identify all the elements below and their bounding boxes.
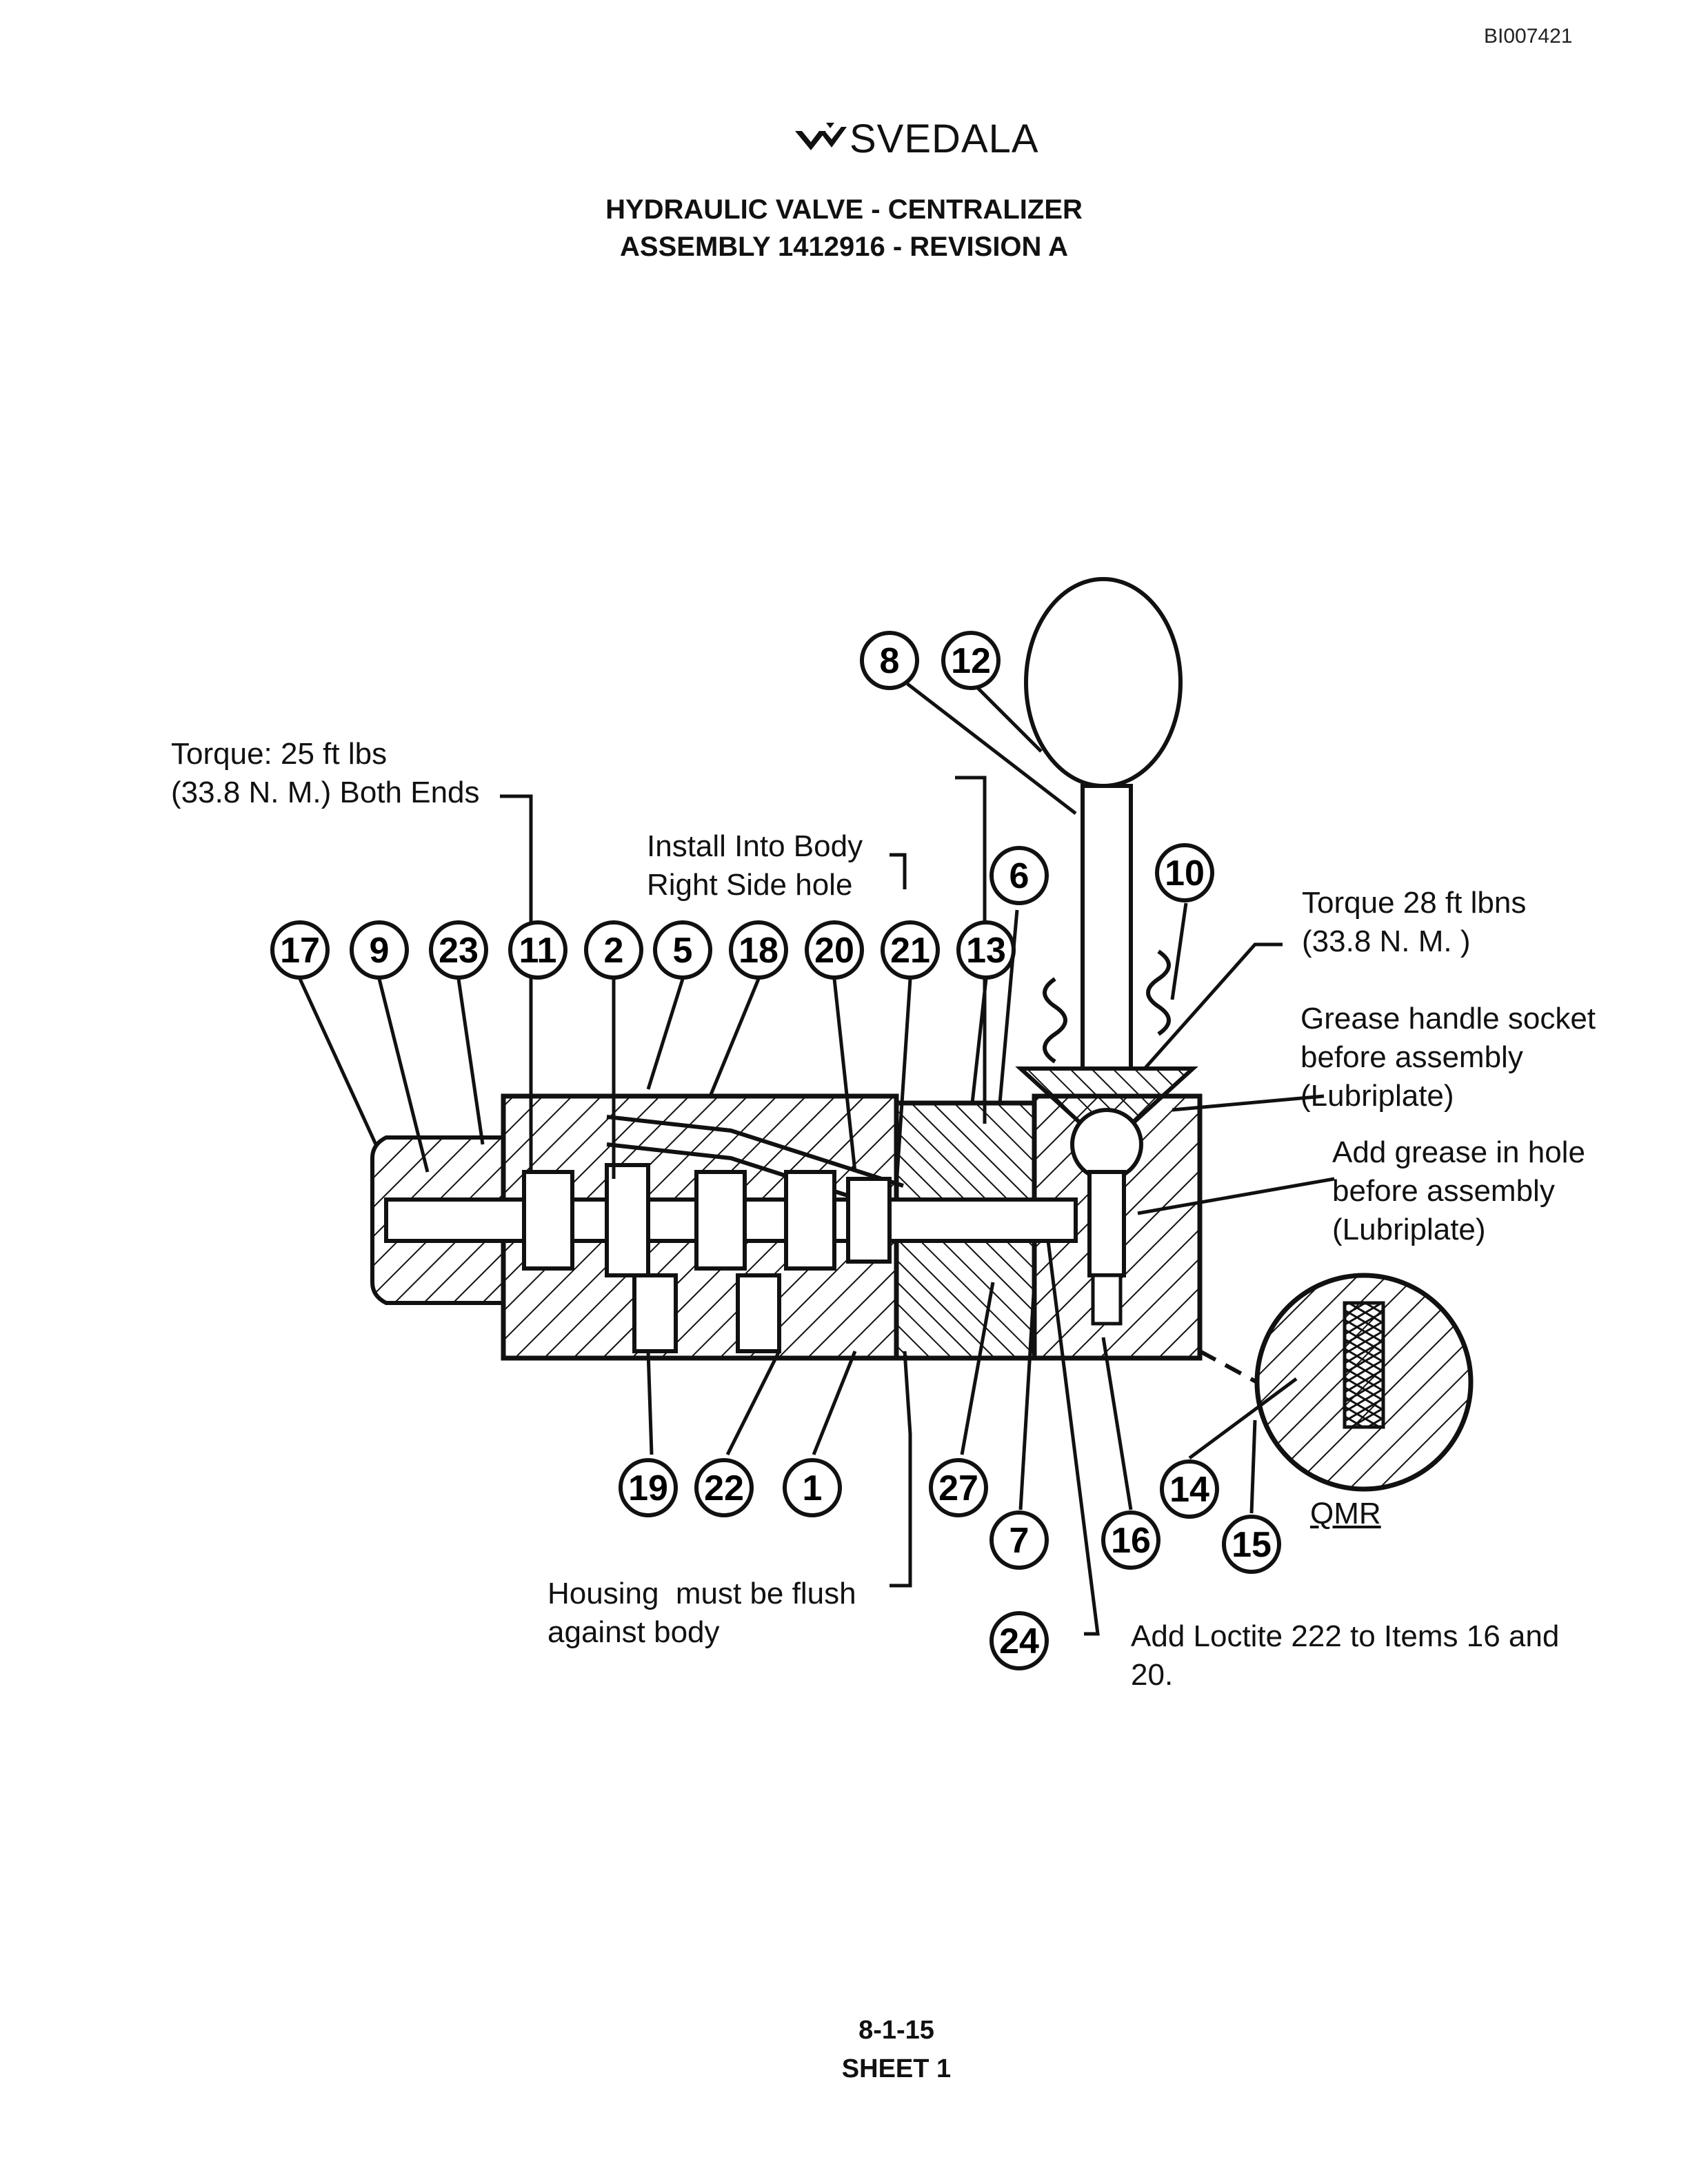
brand-name: SVEDALA bbox=[850, 117, 1039, 161]
leader-lines bbox=[298, 682, 1335, 1636]
callout-label: 22 bbox=[704, 1468, 744, 1508]
callout-19: 19 bbox=[619, 1458, 678, 1517]
page-number: 8-1-15 bbox=[858, 2016, 934, 2045]
callout-label: 17 bbox=[280, 931, 320, 971]
callout-label: 12 bbox=[951, 641, 991, 681]
callout-bubbles: 17 9 23 11 2 5 18 20 21 136 8 12 10 19 22 1 27 7 24 16 14 15 bbox=[270, 631, 1281, 1670]
callout-22: 22 bbox=[694, 1458, 754, 1517]
callout-label: 2 bbox=[604, 931, 624, 971]
note-torque-ends: Torque: 25 ft lbs (33.8 N. M.) Both Ends bbox=[171, 737, 480, 809]
callout-10: 10 bbox=[1155, 843, 1214, 902]
callout-18: 18 bbox=[729, 920, 788, 980]
callout-label: 13 bbox=[966, 931, 1006, 971]
detail-view-label: QMR bbox=[1310, 1497, 1381, 1530]
callout-label: 9 bbox=[370, 931, 390, 971]
callout-1: 1 bbox=[783, 1458, 842, 1517]
callout-label: 19 bbox=[628, 1468, 668, 1508]
callout-label: 23 bbox=[439, 931, 479, 971]
callout-label: 21 bbox=[890, 931, 930, 971]
callout-label: 7 bbox=[1009, 1521, 1029, 1561]
callout-17: 17 bbox=[270, 920, 330, 980]
callout-label: 11 bbox=[519, 931, 557, 971]
callout-13: 13 bbox=[956, 920, 1016, 980]
callout-24: 24 bbox=[989, 1611, 1049, 1670]
callout-9: 9 bbox=[350, 920, 409, 980]
drawing-subtitle: ASSEMBLY 1412916 - REVISION A bbox=[620, 232, 1068, 262]
callout-label: 18 bbox=[738, 931, 778, 971]
callout-5: 5 bbox=[653, 920, 712, 980]
callout-7: 7 bbox=[989, 1510, 1049, 1570]
drawing-title: HYDRAULIC VALVE - CENTRALIZER bbox=[605, 194, 1083, 225]
sheet-number: SHEET 1 bbox=[841, 2054, 952, 2083]
callout-label: 8 bbox=[880, 641, 900, 681]
callout-label: 20 bbox=[814, 931, 854, 971]
note-housing-flush: Housing must be flush against body bbox=[547, 1577, 856, 1649]
note-torque-handle: Torque 28 ft lbns (33.8 N. M. ) bbox=[1302, 886, 1527, 958]
callout-14: 14 bbox=[1160, 1459, 1219, 1519]
callout-16: 16 bbox=[1101, 1510, 1160, 1570]
handle-socket bbox=[1015, 1066, 1198, 1326]
callout-label: 24 bbox=[999, 1621, 1039, 1661]
svedala-logo-icon bbox=[795, 123, 847, 150]
note-loctite: Add Loctite 222 to Items 16 and 20. bbox=[1131, 1619, 1560, 1692]
note-grease-socket: Grease handle socket before assembly (Lu… bbox=[1300, 1002, 1596, 1113]
callout-label: 1 bbox=[803, 1468, 823, 1508]
callout-27: 27 bbox=[929, 1458, 988, 1517]
callout-11: 11 bbox=[508, 920, 567, 980]
callout-23: 23 bbox=[429, 920, 488, 980]
spool-assembly bbox=[384, 1163, 1078, 1353]
document-id: BI007421 bbox=[1484, 25, 1573, 48]
detail-view-circle bbox=[1198, 1273, 1474, 1492]
note-install-body: Install Into Body Right Side hole bbox=[647, 829, 863, 902]
callout-12: 12 bbox=[941, 631, 1001, 690]
callout-20: 20 bbox=[805, 920, 864, 980]
callout-label: 5 bbox=[673, 931, 693, 971]
callout-15: 15 bbox=[1222, 1515, 1281, 1574]
callout-2: 2 bbox=[584, 920, 643, 980]
callout-label: 14 bbox=[1169, 1470, 1209, 1510]
callout-label: 6 bbox=[1009, 856, 1029, 896]
callout-label: 27 bbox=[938, 1468, 978, 1508]
callout-label: 16 bbox=[1111, 1521, 1151, 1561]
callout-8: 8 bbox=[860, 631, 919, 690]
control-handle bbox=[1024, 577, 1183, 1071]
callout-label: 15 bbox=[1232, 1525, 1272, 1565]
note-grease-hole: Add grease in hole before assembly (Lubr… bbox=[1332, 1135, 1585, 1246]
callout-6: 6 bbox=[989, 846, 1049, 905]
callout-21: 21 bbox=[881, 920, 940, 980]
callout-label: 10 bbox=[1165, 853, 1205, 893]
